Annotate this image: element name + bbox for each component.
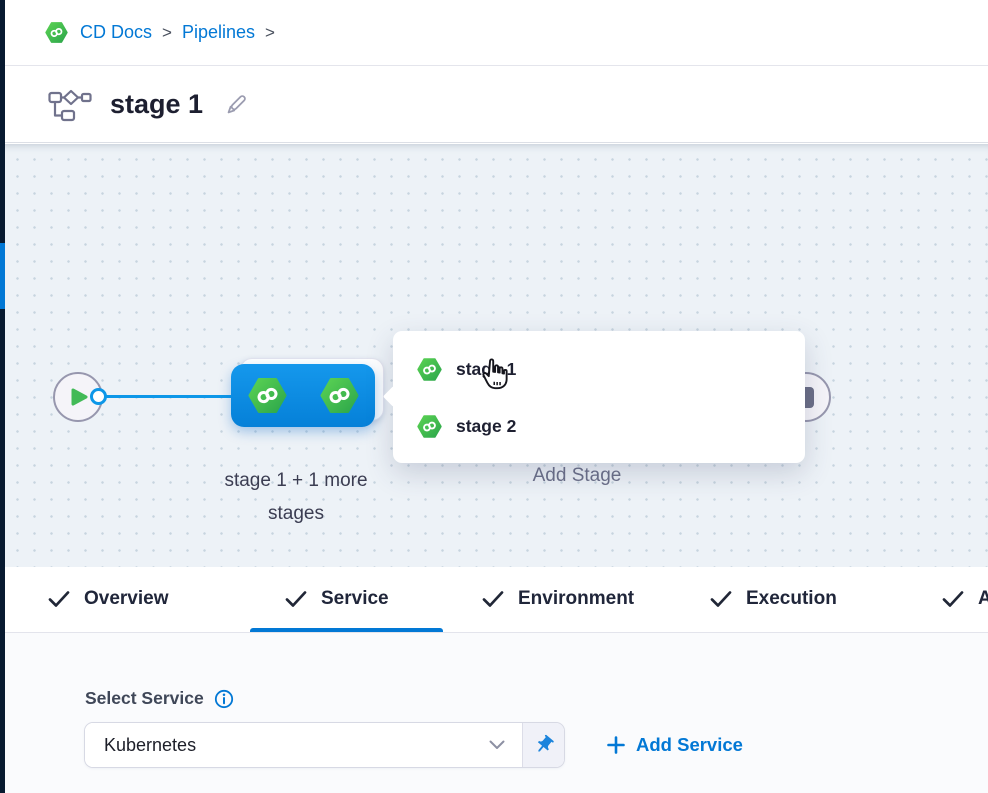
stage-group-node[interactable] — [231, 364, 375, 427]
stage-menu-item-label: stage 1 — [456, 358, 517, 379]
tab-execution[interactable]: Execution — [710, 567, 837, 631]
breadcrumb-link-project[interactable]: CD Docs — [80, 22, 153, 42]
nav-rail[interactable] — [0, 0, 5, 793]
check-icon — [48, 591, 70, 607]
tab-advanced[interactable]: Advanced — [942, 567, 988, 631]
pipeline-edge — [100, 395, 233, 398]
active-tab-indicator — [250, 628, 443, 632]
add-service-button[interactable]: Add Service — [607, 722, 743, 768]
breadcrumb-link-pipelines[interactable]: Pipelines — [181, 22, 255, 42]
play-icon — [71, 388, 88, 406]
select-service-label: Select Service — [85, 688, 204, 708]
add-stage-label[interactable]: Add Stage — [532, 465, 622, 486]
check-icon — [942, 591, 964, 607]
tab-environment[interactable]: Environment — [482, 567, 634, 631]
tab-label: Advanced — [978, 588, 988, 610]
pin-icon — [537, 734, 554, 752]
stage-menu-item-2[interactable]: stage 2 — [417, 410, 516, 442]
check-icon — [710, 591, 732, 607]
chevron-down-icon — [489, 740, 505, 749]
info-icon[interactable] — [214, 689, 234, 709]
stage-config-tabs: Overview Service Environment Execution A… — [0, 567, 988, 633]
check-icon — [482, 591, 504, 607]
service-panel: Select Service Kubernetes — [0, 633, 988, 793]
add-service-label: Add Service — [636, 734, 743, 755]
stage-group-label: stage 1 + 1 more stages — [224, 470, 368, 524]
check-icon — [285, 591, 307, 607]
breadcrumb-separator: > — [162, 22, 172, 42]
edit-pencil-icon[interactable] — [223, 92, 249, 118]
pipeline-stages-icon — [48, 89, 92, 121]
stage-title-bar: stage 1 — [0, 67, 988, 143]
harness-project-icon — [45, 22, 68, 43]
breadcrumb: CD Docs > Pipelines > — [0, 0, 988, 66]
edge-connector-dot[interactable] — [90, 388, 107, 405]
stage-select-popup: stage 1 stage 2 — [382, 331, 805, 463]
harness-stage-icon — [417, 357, 442, 381]
tab-label: Overview — [84, 588, 169, 609]
stage-menu-item-1[interactable]: stage 1 — [417, 353, 516, 385]
tab-overview[interactable]: Overview — [48, 567, 169, 631]
select-service-row: Select Service — [85, 688, 234, 709]
pin-service-button[interactable] — [523, 723, 564, 767]
tab-label: Environment — [518, 588, 635, 609]
pipeline-canvas[interactable]: stage 1 + 1 more stages Add Stage stage … — [0, 144, 988, 567]
service-field-group: Kubernetes — [84, 722, 565, 768]
popup-tail — [382, 385, 405, 408]
service-select-value: Kubernetes — [104, 734, 197, 755]
tab-label: Execution — [746, 588, 837, 609]
service-select[interactable]: Kubernetes — [85, 723, 523, 767]
harness-stage-icon — [417, 414, 442, 438]
harness-stage-icon — [247, 377, 287, 414]
stage-menu-item-label: stage 2 — [456, 415, 517, 436]
harness-stage-icon — [319, 377, 359, 414]
tab-service[interactable]: Service — [285, 567, 389, 631]
page-title: stage 1 — [110, 89, 204, 119]
plus-icon — [607, 736, 625, 754]
tab-label: Service — [321, 588, 389, 609]
nav-rail-active-indicator — [0, 243, 5, 309]
breadcrumb-separator: > — [265, 22, 275, 42]
